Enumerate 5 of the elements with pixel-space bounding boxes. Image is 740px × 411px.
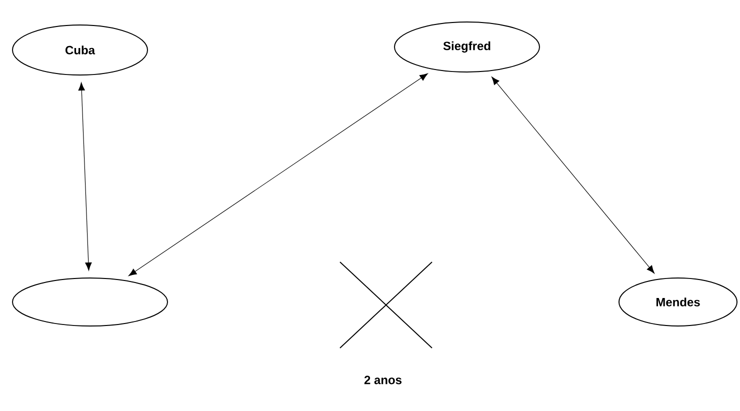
person-ellipse xyxy=(12,278,168,326)
duration-label: 2 anos xyxy=(364,376,402,384)
double-arrow xyxy=(492,76,655,274)
double-arrow xyxy=(128,73,428,276)
double-arrow xyxy=(78,82,92,271)
